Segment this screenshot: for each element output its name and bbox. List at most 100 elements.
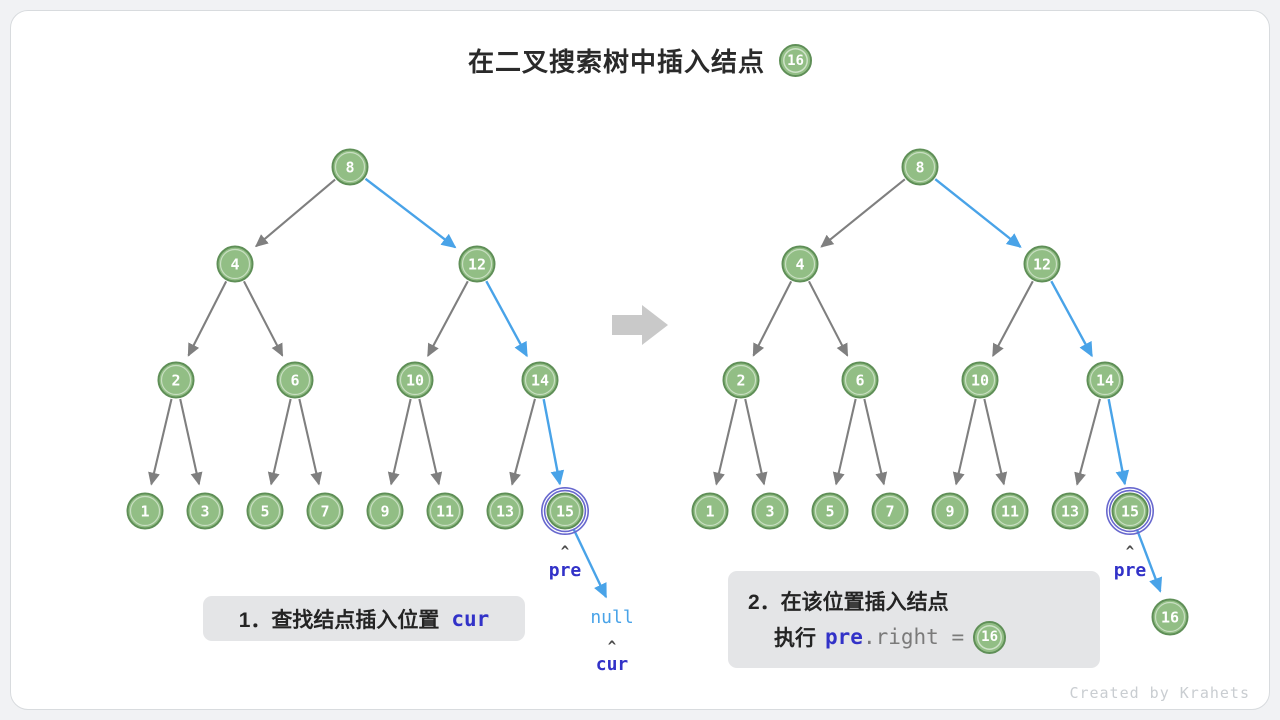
node-value: 10: [406, 372, 424, 390]
node-value: 12: [1033, 256, 1051, 274]
node-value: 7: [320, 503, 329, 521]
tree-node-12: 12: [458, 245, 496, 283]
tree-edge: [808, 280, 849, 357]
step2-node-16: 16: [973, 620, 1007, 654]
node-inner-ring: [874, 495, 906, 527]
node-circle: [246, 492, 284, 530]
node-circle: [871, 492, 909, 530]
tree-edge: [1050, 280, 1093, 358]
tree-edge: [832, 398, 857, 486]
tree-node-8: 8: [331, 148, 369, 186]
node-circle: [486, 492, 524, 530]
node-value: 4: [230, 256, 239, 274]
page-title: 在二叉搜索树中插入结点 16: [0, 42, 1280, 79]
tree-node-10: 10: [961, 361, 999, 399]
step2-line2: 执行 pre.right = 16: [748, 620, 1080, 654]
node-value: 2: [171, 372, 180, 390]
node-value: 5: [260, 503, 269, 521]
watermark: Created by Krahets: [1069, 684, 1250, 702]
tree-edge: [148, 398, 173, 486]
tree-edge: [820, 178, 906, 248]
tree-edge: [364, 177, 457, 249]
highlight-ring: [540, 486, 589, 535]
tree-edge: [542, 398, 565, 486]
tree-node-13: 13: [1051, 492, 1089, 530]
tree-node-3: 3: [186, 492, 224, 530]
node-value: 10: [971, 372, 989, 390]
pointer-label-null: null: [590, 607, 633, 628]
node-circle: [186, 492, 224, 530]
tree-edge: [427, 280, 469, 357]
node-circle: [126, 492, 164, 530]
tree-edge: [744, 398, 768, 486]
tree-edge: [254, 178, 336, 248]
node-inner-ring: [160, 364, 192, 396]
node-value: 1: [705, 503, 714, 521]
tree-edge: [485, 280, 528, 358]
tree-edge: [713, 398, 738, 486]
tree-node-11: 11: [426, 492, 464, 530]
tree-node-16: 16: [1151, 598, 1189, 636]
tree-edge: [1107, 398, 1130, 486]
node-value: 6: [855, 372, 864, 390]
node-inner-ring: [814, 495, 846, 527]
node-inner-ring: [129, 495, 161, 527]
node-circle: [366, 492, 404, 530]
node-value: 3: [200, 503, 209, 521]
step2-line1: 2．在该位置插入结点: [748, 590, 949, 614]
highlight-ring: [1106, 486, 1155, 535]
node-inner-ring: [844, 364, 876, 396]
pointer-label-caret: ^: [608, 639, 617, 655]
node-value: 2: [736, 372, 745, 390]
tree-node-5: 5: [811, 492, 849, 530]
node-circle: [751, 492, 789, 530]
tree-edge: [934, 178, 1022, 248]
node-circle: [722, 361, 760, 399]
node-inner-ring: [219, 248, 251, 280]
node-inner-ring: [1054, 495, 1086, 527]
tree-node-4: 4: [781, 245, 819, 283]
node-circle: [306, 492, 344, 530]
pointer-label-caret: ^: [1126, 544, 1135, 560]
node-circle: [1051, 492, 1089, 530]
tree-node-10: 10: [396, 361, 434, 399]
tree-edge: [863, 398, 888, 486]
tree-edge: [243, 280, 284, 357]
step1-label: 1．查找结点插入位置: [238, 608, 440, 632]
node-circle: [841, 361, 879, 399]
step2-code: pre.right =: [825, 625, 964, 650]
node-circle: [691, 492, 729, 530]
node-inner-ring: [189, 495, 221, 527]
node-circle: [1023, 245, 1061, 283]
tree-node-11: 11: [991, 492, 1029, 530]
tree-edge: [572, 528, 608, 599]
node-value: 11: [1001, 503, 1019, 521]
tree-node-1: 1: [126, 492, 164, 530]
node-inner-ring: [309, 495, 341, 527]
node-value: 12: [468, 256, 486, 274]
node-inner-ring: [1114, 495, 1146, 527]
node-inner-ring: [784, 248, 816, 280]
node-circle: [216, 245, 254, 283]
tree-node-15: 15: [1106, 486, 1155, 535]
title-node-16: 16: [779, 44, 812, 77]
node-circle: [458, 245, 496, 283]
pointer-label-pre: pre: [1114, 560, 1147, 581]
node-circle: [931, 492, 969, 530]
step2-node-value: 16: [981, 629, 999, 645]
node-inner-ring: [694, 495, 726, 527]
node-circle: [157, 361, 195, 399]
node-value: 8: [345, 159, 354, 177]
tree-node-1: 1: [691, 492, 729, 530]
node-circle: [811, 492, 849, 530]
tree-node-14: 14: [521, 361, 559, 399]
step2-code-pre: pre: [825, 624, 863, 649]
tree-edge: [1074, 398, 1101, 486]
tree-edge: [187, 280, 228, 357]
tree-node-5: 5: [246, 492, 284, 530]
tree-node-9: 9: [366, 492, 404, 530]
node-value: 13: [496, 503, 514, 521]
node-inner-ring: [549, 495, 581, 527]
